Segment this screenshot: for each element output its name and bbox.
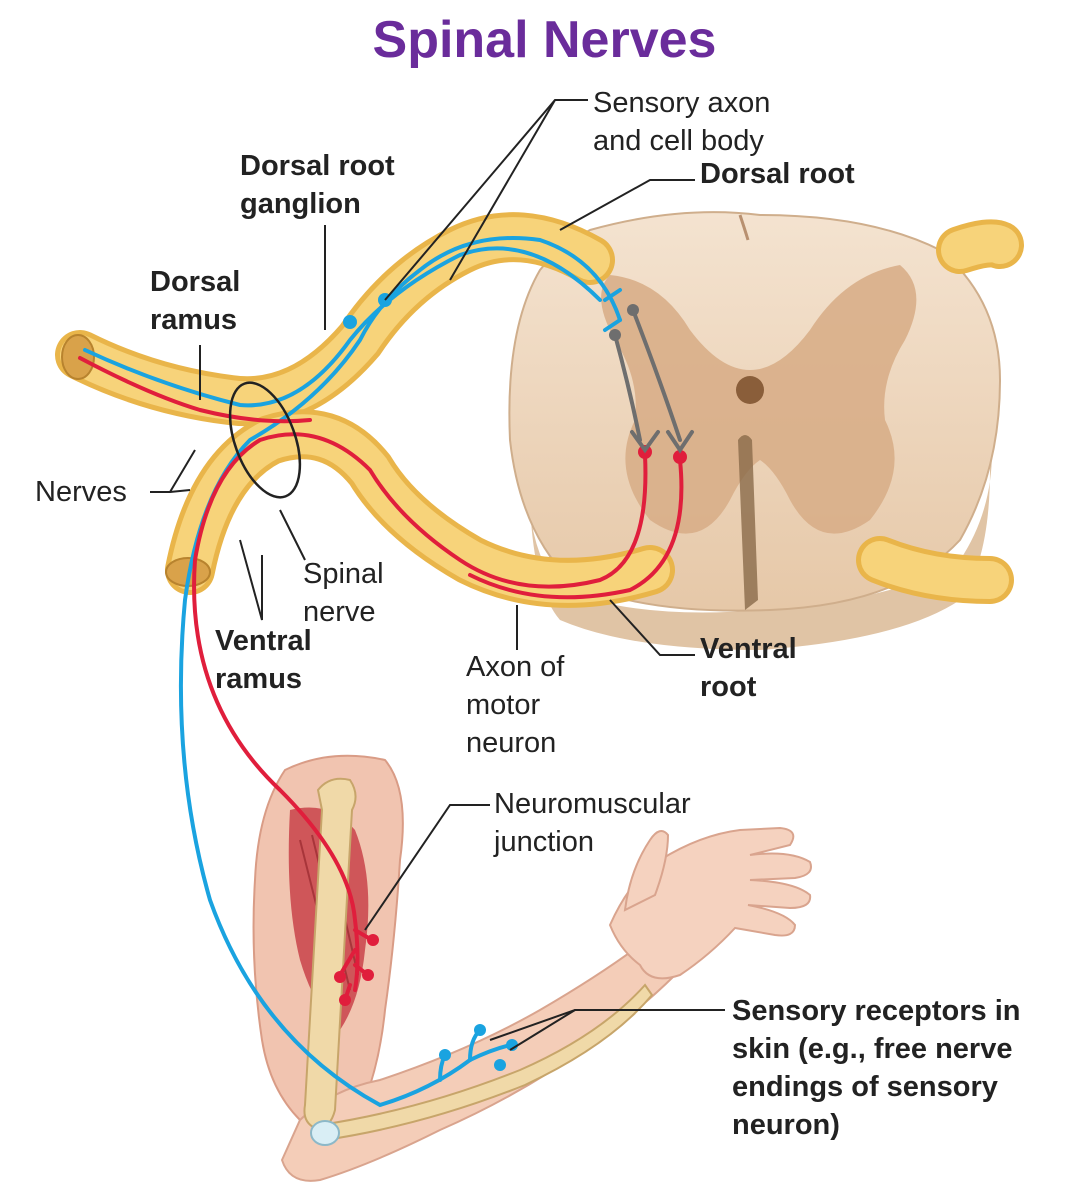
label-ventral-ramus: Ventral ramus [215,625,312,695]
label-ventral-root: Ventral root [700,633,797,703]
interneurons [613,308,694,454]
label-nerves: Nerves [35,476,127,508]
humerus-bone [303,777,357,1130]
leader-lines [150,99,725,1051]
label-sensory-receptors: Sensory receptors in skin (e.g., free ne… [732,995,1021,1141]
page-title: Spinal Nerves [372,11,717,69]
thumb [623,830,670,912]
arm [252,754,812,1182]
dorsal-ramus-cut-end [61,334,95,380]
label-sensory-axon: Sensory axon and cell body [593,87,771,157]
spinal-nerve-loop [228,381,302,499]
label-axon-motor-neuron: Axon of motor neuron [466,651,565,759]
label-dorsal-root: Dorsal root [700,158,855,190]
label-dorsal-ramus: Dorsal ramus [150,266,241,336]
label-neuromuscular-junction: Neuromuscular junction [494,788,691,858]
label-dorsal-root-ganglion: Dorsal root ganglion [240,150,395,220]
forearm-bones [318,983,654,1142]
motor-neuron [78,356,684,1002]
label-spinal-nerve: Spinal nerve [303,558,384,628]
central-canal [736,376,764,404]
